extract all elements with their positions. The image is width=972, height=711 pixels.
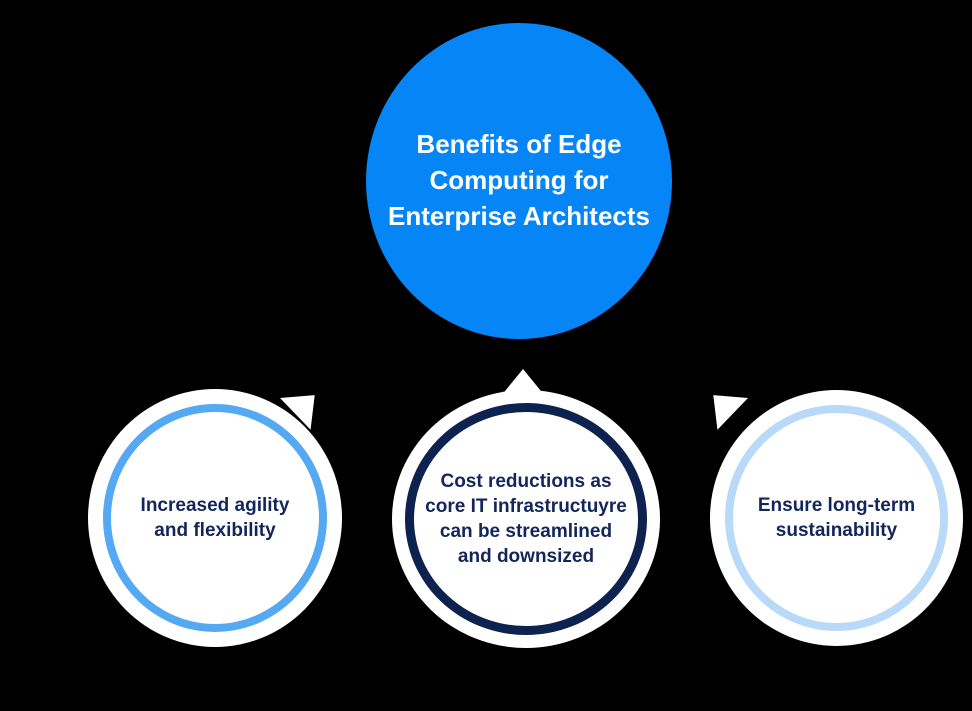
main-topic-line: Computing for — [429, 165, 609, 196]
main-topic-line: Enterprise Architects — [387, 200, 651, 231]
benefit-text-agility: Increased agility and flexibility — [141, 493, 290, 543]
benefit-line: Ensure long-term — [757, 494, 916, 516]
bubble-tail-sustainability — [698, 379, 748, 430]
benefit-bubble-cost-reduction: Cost reductions as core IT infrastructuy… — [392, 390, 660, 648]
benefit-line: sustainability — [775, 520, 898, 541]
benefit-bubble-sustainability: Ensure long-term sustainability — [710, 390, 963, 646]
main-topic-circle: Benefits of Edge Computing for Enterpris… — [366, 23, 672, 339]
benefit-line: Increased agility — [140, 494, 290, 516]
benefit-line: can be streamlined — [439, 521, 613, 542]
benefit-text-sustainability: Ensure long-term sustainability — [758, 493, 915, 543]
main-topic-line: Benefits of Edge — [416, 129, 622, 160]
benefit-text-cost-reduction: Cost reductions as core IT infrastructuy… — [425, 469, 627, 569]
benefit-line: Cost reductions as — [440, 470, 612, 492]
benefit-bubble-agility: Increased agility and flexibility — [88, 389, 342, 647]
benefit-line: core IT infrastructuyre — [425, 495, 627, 517]
benefit-line: and downsized — [457, 546, 595, 568]
benefit-line: and flexibility — [154, 520, 276, 541]
main-topic-text: Benefits of Edge Computing for Enterpris… — [388, 127, 650, 235]
